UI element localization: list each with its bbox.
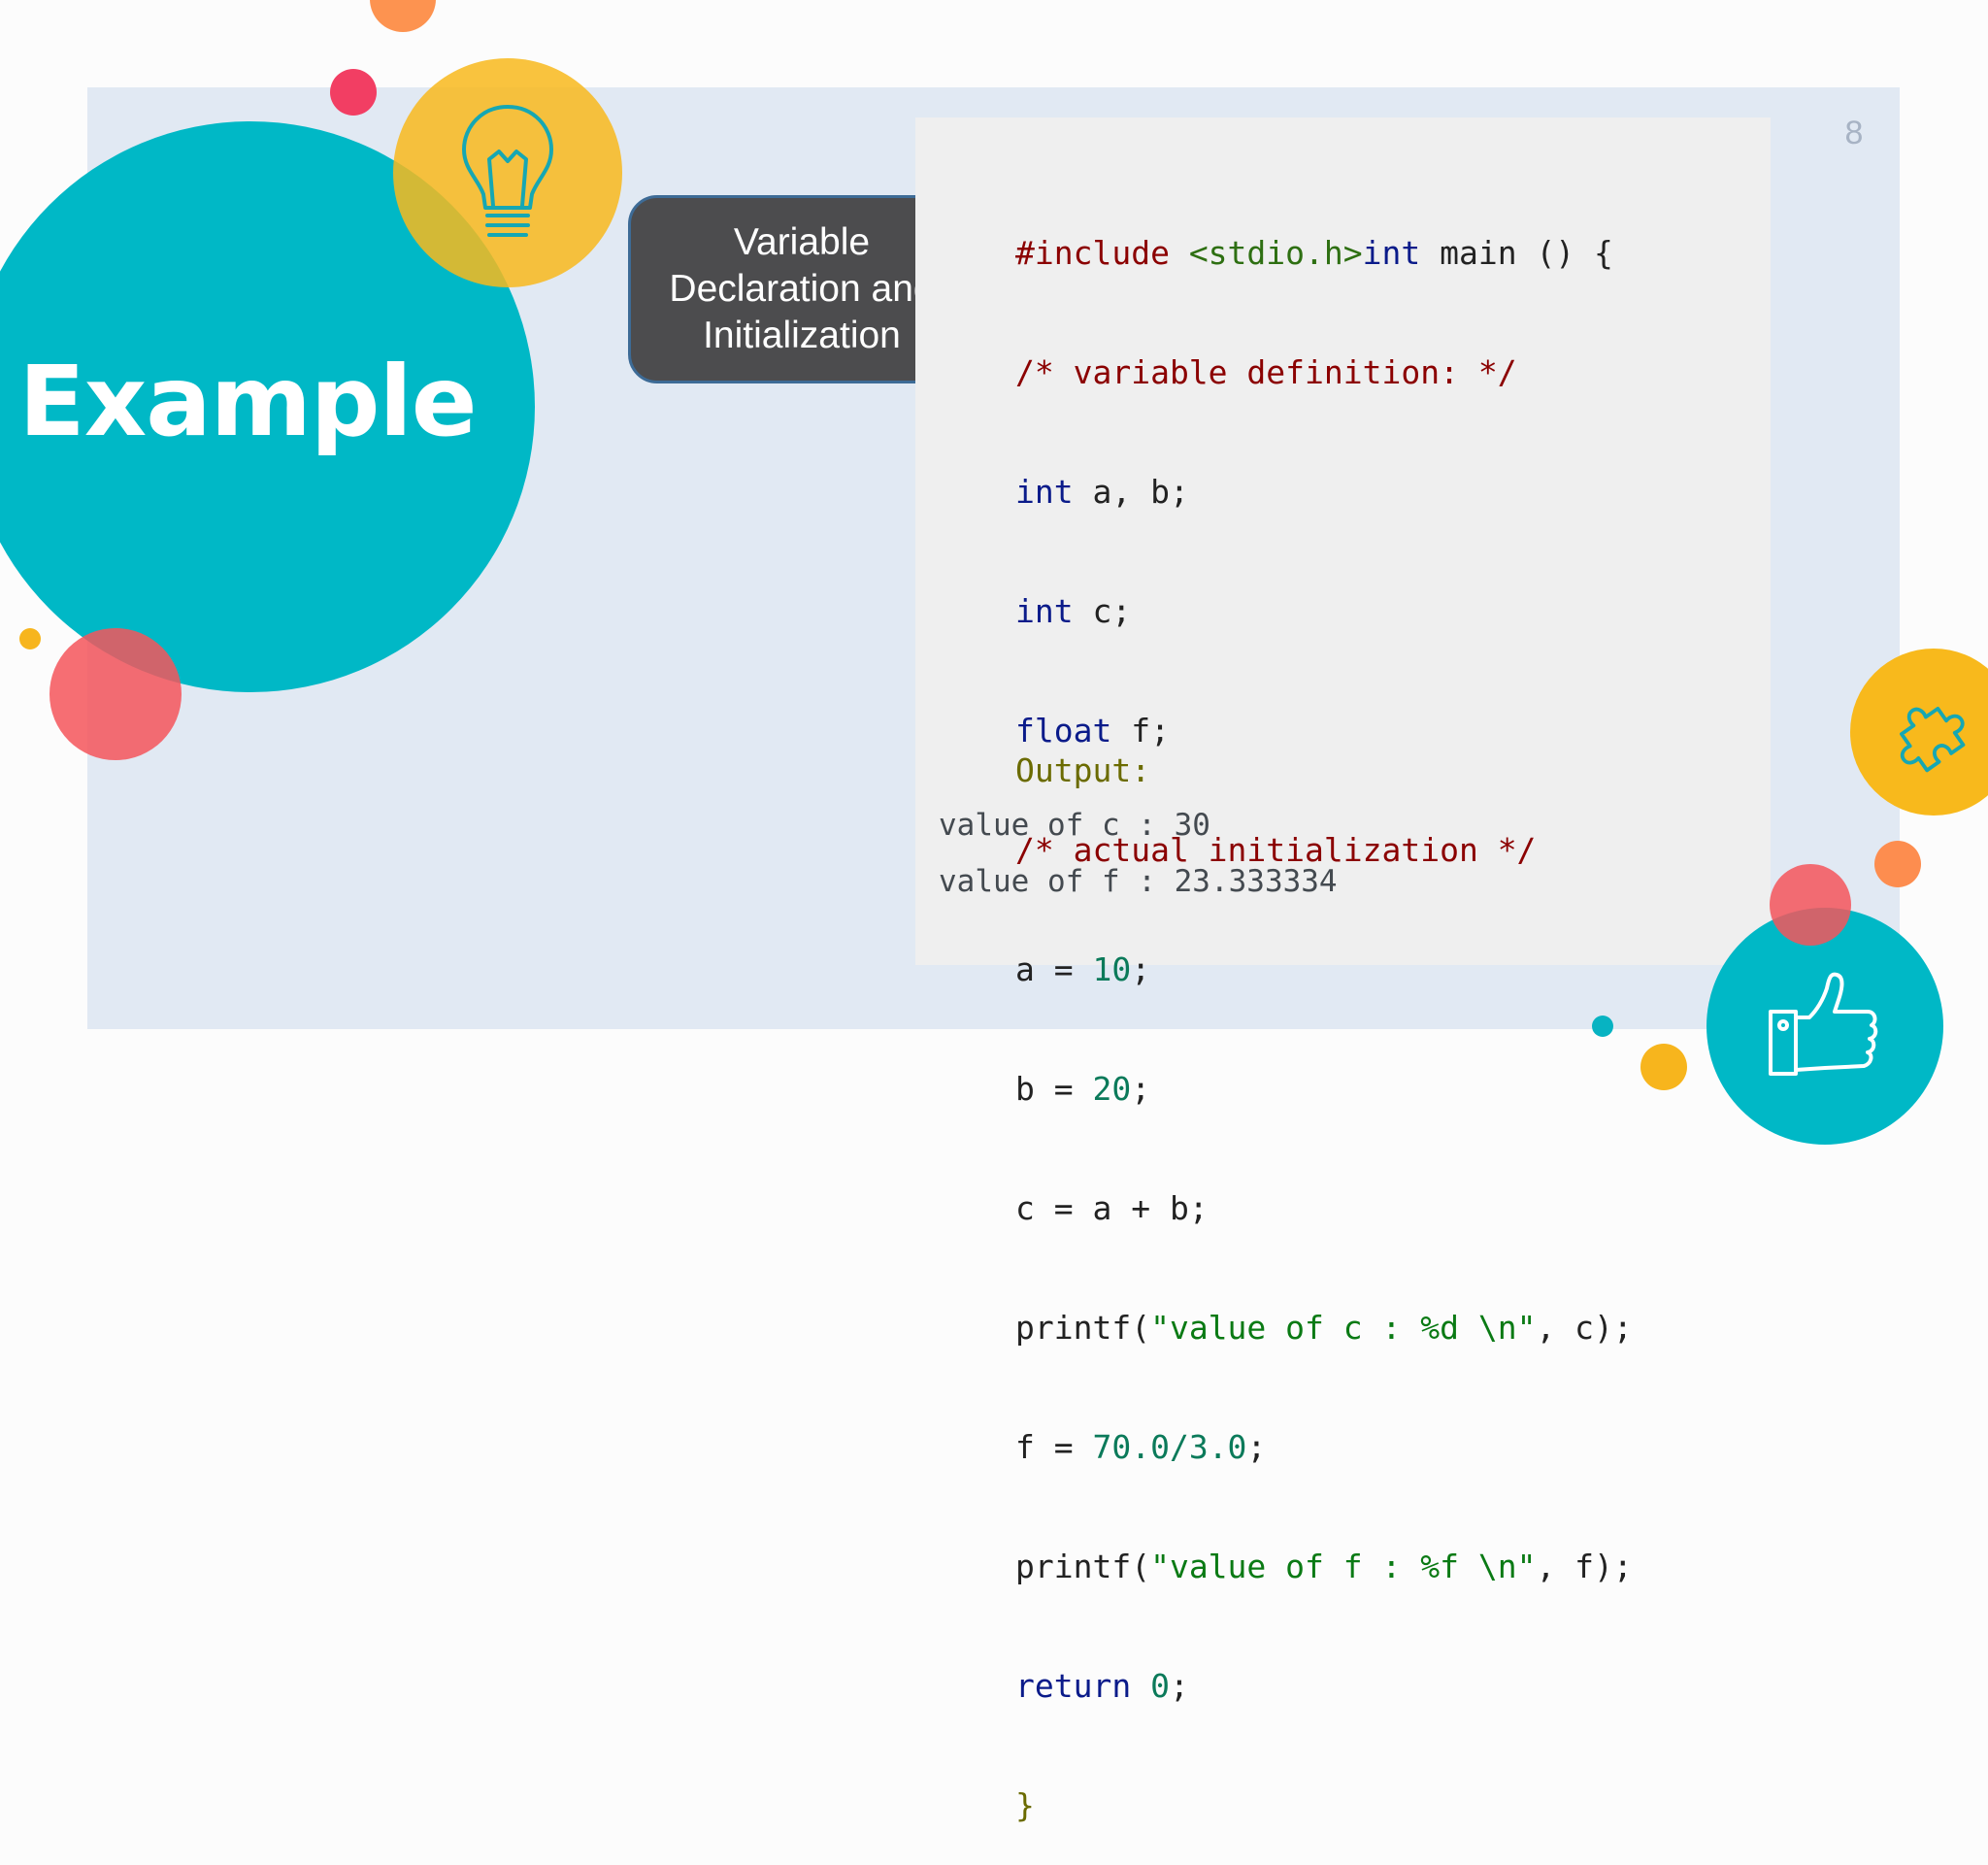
code-line-1: #include <stdio.h>int main () {: [1015, 233, 1633, 273]
code-text: ;: [1246, 1428, 1267, 1466]
code-line-10: printf("value of c : %d \n", c);: [1015, 1308, 1633, 1348]
code-line-13: return 0;: [1015, 1666, 1633, 1706]
code-text: printf(: [1015, 1548, 1151, 1585]
code-text: printf(: [1015, 1309, 1151, 1347]
code-text: a =: [1015, 950, 1093, 988]
code-block: #include <stdio.h>int main () { /* varia…: [1015, 153, 1633, 1865]
code-text: a, b;: [1073, 473, 1189, 511]
code-line-14: }: [1015, 1786, 1035, 1824]
code-string: "value of c : %d \n": [1150, 1309, 1537, 1347]
code-text: b =: [1015, 1070, 1093, 1108]
code-number: 20: [1092, 1070, 1132, 1108]
decor-circle-yellow-bulb: [393, 58, 622, 287]
code-type: int: [1015, 592, 1074, 630]
code-type: int: [1362, 234, 1421, 272]
decor-circle-coral-left: [50, 628, 182, 760]
code-number: 70.0/3.0: [1092, 1428, 1247, 1466]
decor-circle-yellow-dot: [19, 628, 41, 649]
code-line-3: int a, b;: [1015, 472, 1633, 512]
slide-title: Example: [18, 345, 477, 458]
decor-circle-yellow-right: [1850, 649, 1988, 816]
code-text: c;: [1073, 592, 1132, 630]
code-directive: #include: [1015, 234, 1189, 272]
callout-line-2: Declaration and: [669, 268, 935, 310]
code-header: <stdio.h>: [1188, 234, 1363, 272]
code-text: ;: [1131, 950, 1151, 988]
decor-circle-teal-right: [1706, 908, 1943, 1145]
decor-circle-orange-right: [1874, 841, 1921, 887]
code-line-2: /* variable definition: */: [1015, 353, 1517, 391]
output-label: Output:: [1015, 751, 1151, 789]
decor-circle-teal-dot: [1592, 1016, 1613, 1037]
output-line-1: value of c : 30: [939, 808, 1210, 843]
code-text: ;: [1169, 1667, 1189, 1705]
code-line-7: a = 10;: [1015, 949, 1633, 989]
decor-circle-orange-top: [370, 0, 436, 32]
lightbulb-icon: [456, 101, 559, 247]
code-type: int: [1015, 473, 1074, 511]
code-line-12: printf("value of f : %f \n", f);: [1015, 1547, 1633, 1586]
decor-circle-yellow-bottom: [1640, 1044, 1687, 1090]
thumbs-up-icon: [1767, 969, 1883, 1082]
code-text: , c);: [1536, 1309, 1633, 1347]
decor-circle-pink-small: [330, 69, 377, 116]
code-string: "value of f : %f \n": [1150, 1548, 1537, 1585]
code-line-9: c = a + b;: [1015, 1189, 1209, 1227]
code-number: 10: [1092, 950, 1132, 988]
code-line-8: b = 20;: [1015, 1069, 1633, 1109]
code-text: f =: [1015, 1428, 1093, 1466]
callout-line-1: Variable: [733, 221, 871, 263]
code-text: main () {: [1420, 234, 1613, 272]
callout-line-3: Initialization: [703, 315, 901, 356]
code-card: [915, 117, 1771, 965]
code-line-4: int c;: [1015, 591, 1633, 631]
output-line-2: value of f : 23.333334: [939, 864, 1338, 899]
code-keyword: return: [1015, 1667, 1132, 1705]
code-line-11: f = 70.0/3.0;: [1015, 1427, 1633, 1467]
code-type: float: [1015, 712, 1112, 749]
code-text: f;: [1111, 712, 1170, 749]
puzzle-icon: [1891, 687, 1978, 775]
slide-number: 8: [1844, 115, 1864, 151]
code-line-6: /* actual initialization */: [1015, 831, 1537, 869]
code-line-5: float f;: [1015, 711, 1633, 750]
code-text: , f);: [1536, 1548, 1633, 1585]
decor-circle-coral-right: [1770, 864, 1851, 946]
code-text: ;: [1131, 1070, 1151, 1108]
code-number: 0: [1131, 1667, 1170, 1705]
